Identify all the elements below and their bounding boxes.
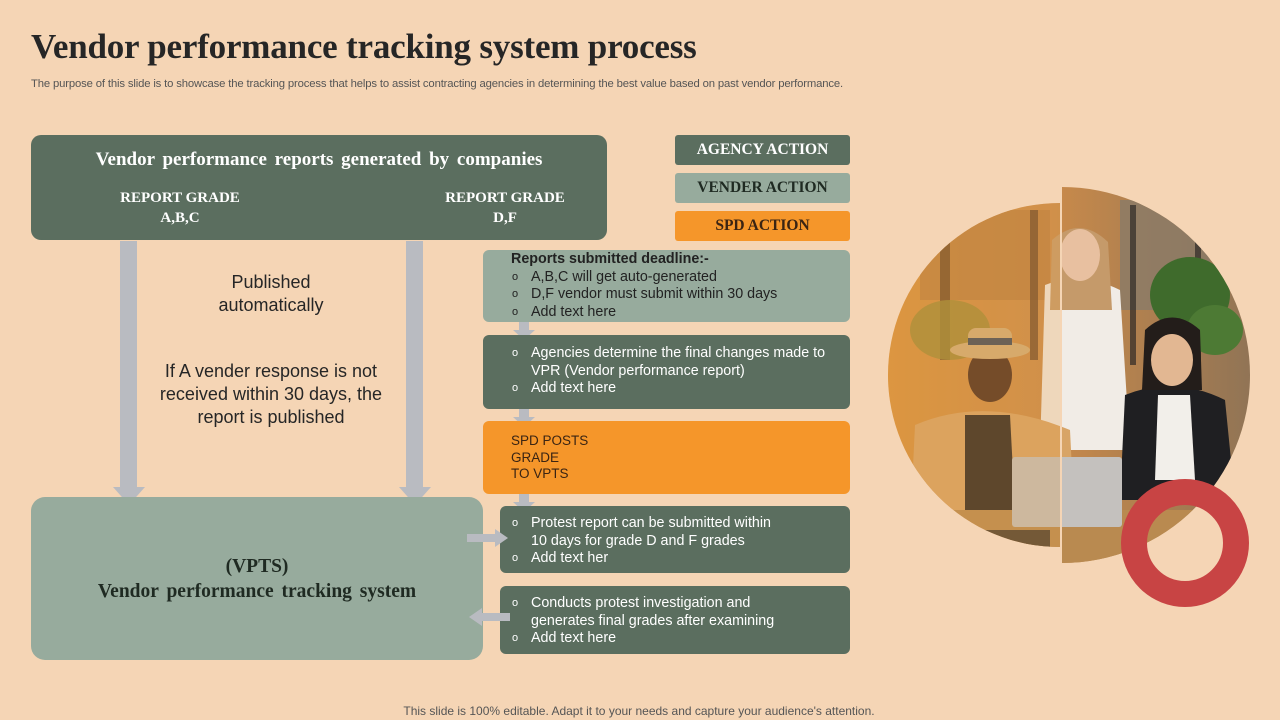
step-reports-deadline: Reports submitted deadline:- o A,B,C will… <box>483 250 850 322</box>
reports-generated-box: Vendor performance reports generated by … <box>31 135 607 240</box>
bullet-icon: o <box>512 552 519 565</box>
bullet-icon: o <box>512 306 519 319</box>
step-spd-posts-grade: SPD POSTS GRADE TO VPTS <box>483 421 850 494</box>
vpts-name: Vendor performance tracking system <box>97 581 417 602</box>
bullet-icon: o <box>512 597 519 609</box>
bullet-text: Add text here <box>531 304 617 321</box>
arrow-down-icon <box>113 241 145 505</box>
report-grade-value: D,F <box>493 210 517 226</box>
arrow-right-icon <box>467 529 508 547</box>
down-arrow-df <box>399 241 431 506</box>
slide-title: Vendor performance tracking system proce… <box>31 27 697 66</box>
list-item: o A,B,C will get auto-generated <box>511 269 850 287</box>
legend-vender-action: VENDER ACTION <box>675 173 850 203</box>
down-arrow-abc <box>113 241 145 506</box>
step-heading: Reports submitted deadline:- <box>511 251 709 267</box>
spd-line: SPD POSTS <box>511 433 589 448</box>
legend-spd-action: SPD ACTION <box>675 211 850 241</box>
list-item: o Add text here <box>511 630 850 648</box>
report-grade-label: REPORT GRADE <box>120 190 240 206</box>
bullet-text: Add text here <box>531 630 617 647</box>
arrow-left-icon <box>469 608 510 626</box>
report-grade-value: A,B,C <box>160 210 200 226</box>
step-protest-investigation: o Conducts protest investigation and gene… <box>500 586 850 654</box>
list-item: o Conducts protest investigation and gene… <box>511 595 850 630</box>
bullet-icon: o <box>512 288 519 301</box>
arrow-down-icon <box>399 241 431 505</box>
bullet-text: Add text her <box>531 550 609 567</box>
red-ring-decoration <box>1121 479 1249 607</box>
team-photo <box>888 187 1250 607</box>
vpts-acronym: (VPTS) <box>225 556 289 577</box>
bullet-icon: o <box>512 382 519 395</box>
legend-agency-action: AGENCY ACTION <box>675 135 850 165</box>
list-item: o Protest report can be submitted within … <box>511 515 850 550</box>
bullet-text: Add text here <box>531 380 617 397</box>
vender-response-note: If A vender response is not received wit… <box>159 361 383 427</box>
spd-line: GRADE <box>511 449 560 465</box>
list-item: o D,F vendor must submit within 30 days <box>511 286 850 304</box>
report-grade-abc: REPORT GRADE A,B,C <box>80 188 280 228</box>
reports-generated-heading: Vendor performance reports generated by … <box>95 149 543 170</box>
slide-footer: This slide is 100% editable. Adapt it to… <box>403 704 875 718</box>
list-item: o Add text here <box>511 380 850 398</box>
spd-line: TO VPTS <box>511 466 569 481</box>
report-grade-df: REPORT GRADE D,F <box>405 188 605 228</box>
list-item: o Add text her <box>511 550 850 568</box>
bullet-icon: o <box>512 632 519 645</box>
published-automatically-note: Published automatically <box>218 272 324 315</box>
vpts-box: (VPTS) Vendor performance tracking syste… <box>31 497 483 660</box>
bullet-text: Conducts protest investigation and gener… <box>531 595 775 629</box>
report-grade-label: REPORT GRADE <box>445 190 565 206</box>
bullet-icon: o <box>512 517 519 529</box>
slide-subtitle: The purpose of this slide is to showcase… <box>31 78 844 90</box>
list-item: o Agencies determine the final changes ma… <box>511 345 850 380</box>
list-item: o Add text here <box>511 304 850 322</box>
step-agencies-determine: o Agencies determine the final changes ma… <box>483 335 850 409</box>
bullet-icon: o <box>512 270 519 283</box>
bullet-text: Protest report can be submitted within 1… <box>531 515 771 549</box>
step-protest-report: o Protest report can be submitted within … <box>500 506 850 573</box>
bullet-icon: o <box>512 347 519 359</box>
bullet-text: Agencies determine the final changes mad… <box>531 345 826 379</box>
bullet-text: D,F vendor must submit within 30 days <box>531 286 778 303</box>
bullet-text: A,B,C will get auto-generated <box>531 268 717 285</box>
